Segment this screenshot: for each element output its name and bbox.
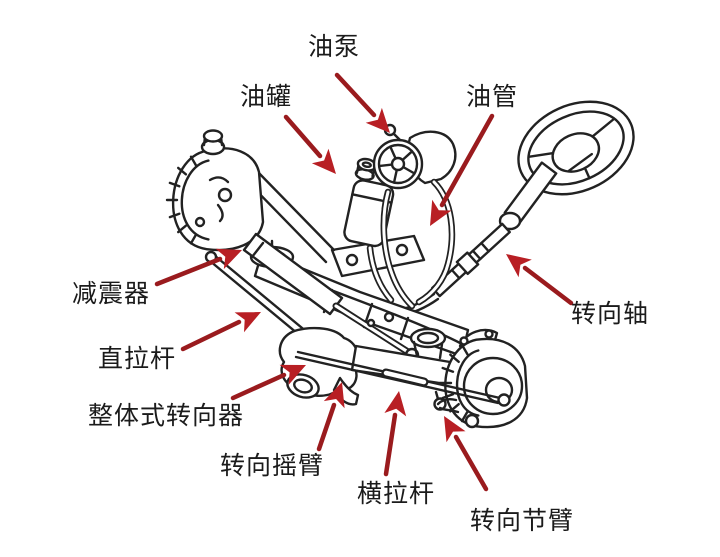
oil-pipes: [366, 178, 456, 310]
arrow-drag-link: [180, 312, 261, 352]
arrow-steering-rocker-arm: [316, 382, 345, 452]
arrow-integral-steering-gear: [230, 364, 306, 401]
label-oil-pipe: 油管: [466, 82, 519, 111]
steering-column: [498, 161, 558, 231]
label-integral-steering-gear: 整体式转向器: [88, 401, 245, 430]
arrow-steering-shaft: [506, 254, 574, 306]
label-tie-rod: 横拉杆: [357, 479, 436, 508]
callout-arrows: [154, 72, 574, 492]
arrow-tie-rod: [383, 391, 407, 477]
label-steering-shaft: 转向轴: [571, 299, 650, 328]
arrow-oil-reservoir: [283, 114, 336, 174]
label-oil-reservoir: 油罐: [240, 82, 293, 111]
arrow-shock-absorber: [154, 248, 242, 287]
tie-rod-rod: [294, 350, 511, 429]
shock-absorber-part: [242, 232, 420, 363]
label-shock-absorber: 减震器: [72, 279, 151, 308]
label-steering-knuckle-arm: 转向节臂: [470, 506, 575, 535]
arrow-oil-pipe: [430, 113, 495, 226]
oil-pump-part: [372, 123, 457, 190]
label-oil-pump: 油泵: [308, 32, 361, 61]
arrow-oil-pump: [334, 72, 390, 133]
label-drag-link: 直拉杆: [98, 344, 177, 373]
label-steering-rocker-arm: 转向摇臂: [220, 451, 325, 480]
steering-system-drawing: [165, 100, 635, 429]
arrow-steering-knuckle-arm: [444, 416, 489, 492]
steering-shaft-part: [392, 222, 511, 318]
